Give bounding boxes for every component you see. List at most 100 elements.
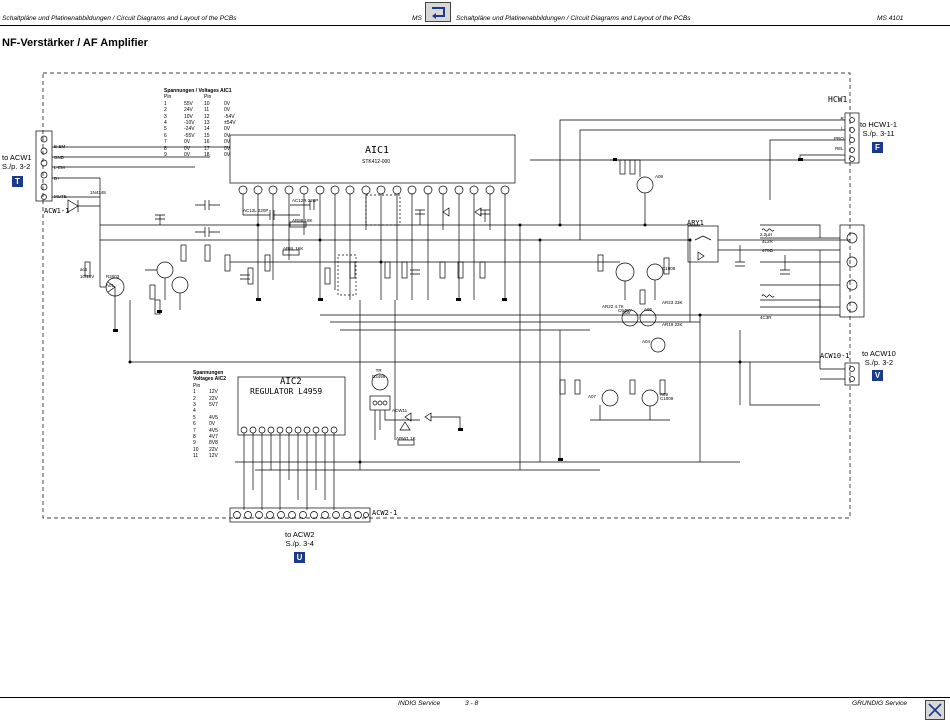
aic1-block xyxy=(229,134,516,184)
transistor-a07-label: A07 xyxy=(588,394,597,399)
header-center-text: Schaltpläne und Platinenabbildungen / Ci… xyxy=(456,15,691,22)
voltage-table-aic1-cell: 24V xyxy=(184,107,193,114)
transistor-a05-label: A05 xyxy=(644,307,653,312)
voltage-table-aic1-cell: 3 xyxy=(164,113,167,120)
acw1-pin-3: L-EM xyxy=(54,165,65,170)
transistor-a08-label: A08 xyxy=(655,174,664,179)
voltage-table-aic1-cell: 0V xyxy=(184,145,191,152)
voltage-table-aic2-row: 8 4V7 xyxy=(193,434,229,440)
acw2-ref: to ACW2 S./p. 3-4 xyxy=(285,530,315,548)
acw1-badge[interactable]: T xyxy=(12,176,23,187)
cap-ac5-label: ac5 xyxy=(80,267,88,272)
voltage-table-aic1-cell: 10V xyxy=(184,113,193,120)
aic2-name: AIC2 xyxy=(280,377,302,387)
arw1-label: ARW1 1K xyxy=(396,436,416,441)
voltage-table-aic1: Spannungen / Voltages AIC1 Pin Pin 1 55V 1… xyxy=(164,88,244,158)
acw1-label: ACW1-1 xyxy=(44,207,70,215)
voltage-table-aic2-title-2: Voltages AIC2 xyxy=(193,376,227,383)
aic2-block xyxy=(237,376,346,436)
voltage-table-aic2-cell: 3 xyxy=(193,402,196,409)
acw1-ref-line2: S./p. 3-2 xyxy=(2,162,31,171)
voltage-table-aic2-cell: 12V xyxy=(209,453,218,460)
voltage-table-aic2-cell: 4V5 xyxy=(209,427,218,434)
voltage-table-aic2-cell: 4 xyxy=(193,408,196,415)
page-corner-button[interactable] xyxy=(925,700,945,720)
voltage-table-aic2-cell: 9 xyxy=(193,440,196,447)
aic2-pins xyxy=(240,426,338,434)
voltage-table-aic1-cell: 4 xyxy=(164,120,167,127)
voltage-table-aic1-cell: 0V xyxy=(224,152,231,159)
hcw1-pin-4: REL xyxy=(835,146,844,151)
tr-label: TR D2495 xyxy=(372,368,385,379)
transistor-a09-label: A09 xyxy=(660,392,669,397)
voltage-table-aic1-cell: 0V xyxy=(224,132,231,139)
voltage-table-aic2-cell: 8 xyxy=(193,434,196,441)
transistor-a06-label: A06 xyxy=(622,310,631,315)
aic1-name: AIC1 xyxy=(365,145,390,156)
c1008-label: C1008 xyxy=(662,266,676,271)
return-button[interactable] xyxy=(425,2,451,22)
header-rule xyxy=(0,25,950,26)
acw2-badge[interactable]: U xyxy=(294,552,305,563)
voltage-table-aic2-cell: 0V xyxy=(209,421,216,428)
hcw1-ref: to HCW1-1 S./p. 3-11 xyxy=(860,120,897,138)
cap-ac5-value: 10/16V xyxy=(80,274,95,279)
ar8l-label: AR8L 16K xyxy=(283,246,304,251)
relay-label-2: 4L2R xyxy=(762,239,773,244)
footer-rule xyxy=(0,697,950,698)
hcw1-badge[interactable]: F xyxy=(872,142,883,153)
acw1-ref: to ACW1 S./p. 3-2 xyxy=(2,153,32,171)
voltage-table-aic2-row: 11 12V xyxy=(193,453,229,459)
voltage-table-aic2-row: 7 4V5 xyxy=(193,428,229,434)
header-model: MS 4101 xyxy=(877,15,904,22)
voltage-table-aic1-cell: 11 xyxy=(204,107,210,114)
aic1-type: STK412-000 xyxy=(362,159,391,165)
voltage-table-aic2-cell: 12V xyxy=(209,389,218,396)
voltage-table-aic2-cell: 11 xyxy=(193,453,199,460)
voltage-table-aic1-title: Spannungen / Voltages AIC1 xyxy=(164,88,232,94)
tr-type: D2495 xyxy=(372,373,386,379)
voltage-table-aic1-cell: 0V xyxy=(224,145,231,152)
ar22-label: AR22 4.7K xyxy=(602,304,624,309)
acw2-ref-line2: S./p. 3-4 xyxy=(285,539,314,548)
c945y-label: C945Y xyxy=(618,308,632,313)
relay-label-1: 2.2µH xyxy=(760,232,773,237)
tr-name: TR xyxy=(375,368,382,373)
voltage-table-aic1-cell: 16 xyxy=(204,139,210,146)
acw1-pin-4: B+ xyxy=(54,175,60,181)
acw10-connector xyxy=(844,362,860,386)
ary1-label: ARY1 xyxy=(687,219,704,227)
voltage-table-aic1-cell: ±54V xyxy=(224,120,236,127)
voltage-table-aic2-row: 4 xyxy=(193,408,229,414)
ar23-label: AR23 33K xyxy=(662,300,683,305)
hcw1-pin-2: L xyxy=(841,126,844,131)
voltage-table-aic1-header: Pin Pin xyxy=(164,94,244,100)
acw10-badge[interactable]: V xyxy=(872,370,883,381)
voltage-table-aic1-cell: 1 xyxy=(164,100,167,107)
voltage-table-aic1-cell: 10 xyxy=(204,100,210,107)
transistor-a01-ref: R2003 xyxy=(106,274,120,279)
hcw1-pin-1: R xyxy=(840,116,844,121)
voltage-table-aic1-cell: -55V xyxy=(184,132,195,139)
diode-1n4148-label: 1N4148 xyxy=(90,190,106,195)
voltage-table-aic1-cell: -54V xyxy=(224,113,235,120)
acw2-connector xyxy=(229,507,371,523)
voltage-table-aic2-cell: 7 xyxy=(193,427,196,434)
voltage-table-aic2-cell: 5 xyxy=(193,414,196,421)
voltage-table-aic2-cell: 22V xyxy=(209,395,218,402)
voltage-table-aic2-cell: 4V7 xyxy=(209,434,218,441)
voltage-table-aic1-cell: 55V xyxy=(184,100,193,107)
hcw1-ref-line2: S./p. 3-11 xyxy=(862,129,895,138)
